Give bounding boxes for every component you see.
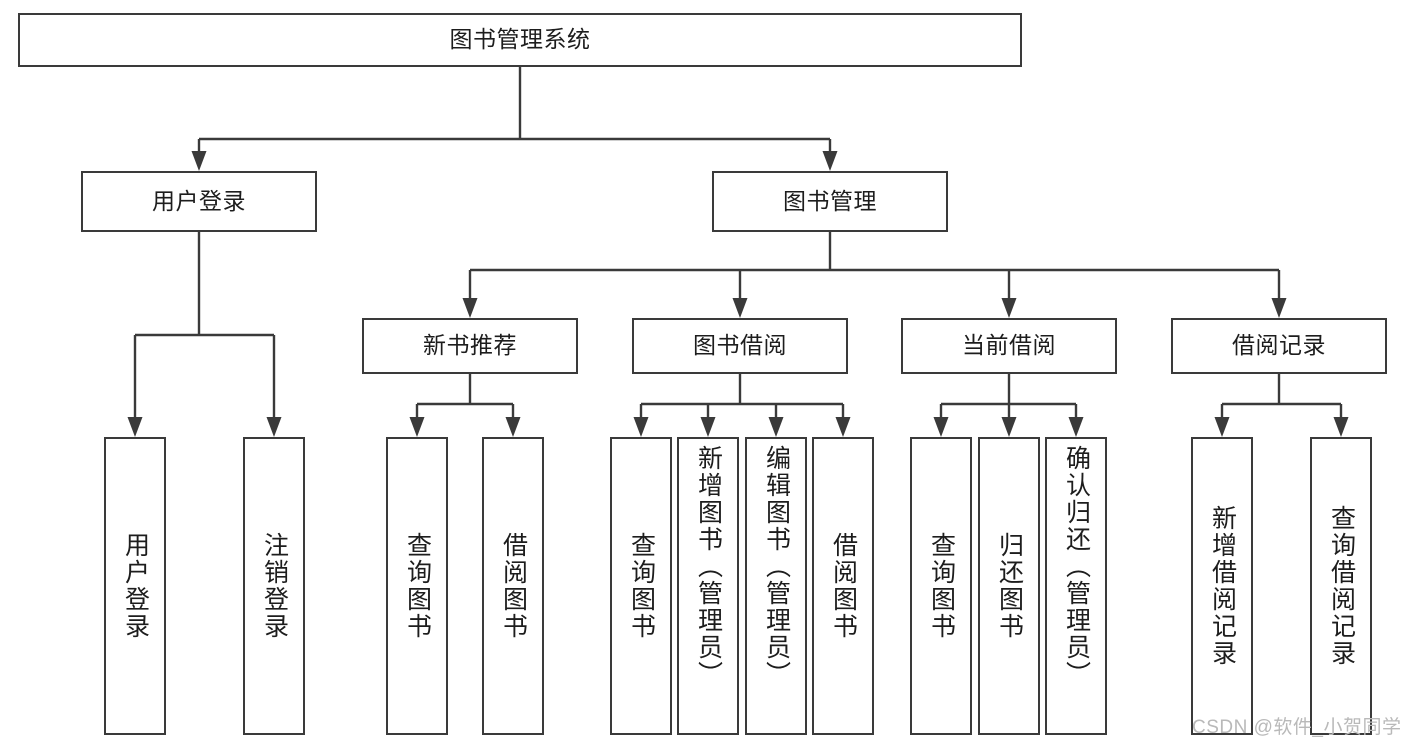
arrow-group-3-1-head-icon xyxy=(1333,417,1349,437)
arrow-group-0-1-head-icon xyxy=(505,417,521,437)
node-leaf-logout-login-label: 注销登录 xyxy=(260,532,289,640)
arrow-user-login-0-head-icon xyxy=(127,417,143,437)
node-root[interactable]: 图书管理系统 xyxy=(18,13,1022,67)
arrow-level3-0-head-icon xyxy=(462,298,478,318)
node-leaf-borrow-book-2[interactable]: 借阅图书 xyxy=(812,437,874,735)
node-leaf-query-book-2[interactable]: 查询图书 xyxy=(610,437,672,735)
arrow-level2-1-head-icon xyxy=(822,151,838,171)
node-leaf-edit-book-admin[interactable]: 编辑图书（管理员） xyxy=(745,437,807,735)
arrow-group-3-0-head-icon xyxy=(1214,417,1230,437)
watermark: CSDN @软件_小贺同学 xyxy=(1192,717,1402,738)
node-leaf-query-book-3[interactable]: 查询图书 xyxy=(910,437,972,735)
arrow-level3-2-head-icon xyxy=(1001,298,1017,318)
node-leaf-query-book-2-label: 查询图书 xyxy=(627,532,656,640)
node-leaf-add-borrow-record[interactable]: 新增借阅记录 xyxy=(1191,437,1253,735)
node-leaf-edit-book-admin-label: 编辑图书（管理员） xyxy=(762,445,791,688)
node-leaf-query-book-3-label: 查询图书 xyxy=(927,532,956,640)
arrow-group-1-0-head-icon xyxy=(633,417,649,437)
arrow-level3-3-head-icon xyxy=(1271,298,1287,318)
arrow-group-2-2-head-icon xyxy=(1068,417,1084,437)
node-leaf-add-book-admin[interactable]: 新增图书（管理员） xyxy=(677,437,739,735)
node-leaf-user-login-label: 用户登录 xyxy=(121,532,150,640)
arrow-group-2-0-head-icon xyxy=(933,417,949,437)
node-leaf-return-book[interactable]: 归还图书 xyxy=(978,437,1040,735)
node-borrow-record[interactable]: 借阅记录 xyxy=(1171,318,1387,374)
node-leaf-add-book-admin-label: 新增图书（管理员） xyxy=(694,445,723,688)
node-root-label: 图书管理系统 xyxy=(449,26,591,53)
node-book-manage[interactable]: 图书管理 xyxy=(712,171,948,232)
node-new-book-rec[interactable]: 新书推荐 xyxy=(362,318,578,374)
node-leaf-query-borrow-record[interactable]: 查询借阅记录 xyxy=(1310,437,1372,735)
arrow-group-1-2-head-icon xyxy=(768,417,784,437)
node-book-borrow-label: 图书借阅 xyxy=(693,332,787,359)
node-leaf-confirm-return-admin[interactable]: 确认归还（管理员） xyxy=(1045,437,1107,735)
arrow-group-1-3-head-icon xyxy=(835,417,851,437)
node-leaf-logout-login[interactable]: 注销登录 xyxy=(243,437,305,735)
node-leaf-query-book-1[interactable]: 查询图书 xyxy=(386,437,448,735)
node-user-login[interactable]: 用户登录 xyxy=(81,171,317,232)
node-user-login-label: 用户登录 xyxy=(152,187,246,214)
node-leaf-borrow-book-2-label: 借阅图书 xyxy=(829,532,858,640)
node-leaf-borrow-book-1-label: 借阅图书 xyxy=(499,532,528,640)
arrow-level2-0-head-icon xyxy=(191,151,207,171)
node-book-borrow[interactable]: 图书借阅 xyxy=(632,318,848,374)
node-leaf-add-borrow-record-label: 新增借阅记录 xyxy=(1208,505,1237,667)
node-book-manage-label: 图书管理 xyxy=(783,187,877,214)
node-leaf-confirm-return-admin-label: 确认归还（管理员） xyxy=(1062,445,1091,688)
node-leaf-return-book-label: 归还图书 xyxy=(995,532,1024,640)
node-leaf-query-book-1-label: 查询图书 xyxy=(403,532,432,640)
node-leaf-query-borrow-record-label: 查询借阅记录 xyxy=(1327,505,1356,667)
node-current-borrow-label: 当前借阅 xyxy=(962,332,1056,359)
arrow-group-1-1-head-icon xyxy=(700,417,716,437)
node-leaf-borrow-book-1[interactable]: 借阅图书 xyxy=(482,437,544,735)
node-borrow-record-label: 借阅记录 xyxy=(1232,332,1326,359)
arrow-group-2-1-head-icon xyxy=(1001,417,1017,437)
node-current-borrow[interactable]: 当前借阅 xyxy=(901,318,1117,374)
arrow-level3-1-head-icon xyxy=(732,298,748,318)
arrow-group-0-0-head-icon xyxy=(409,417,425,437)
arrow-user-login-1-head-icon xyxy=(266,417,282,437)
node-leaf-user-login[interactable]: 用户登录 xyxy=(104,437,166,735)
node-new-book-rec-label: 新书推荐 xyxy=(423,332,517,359)
